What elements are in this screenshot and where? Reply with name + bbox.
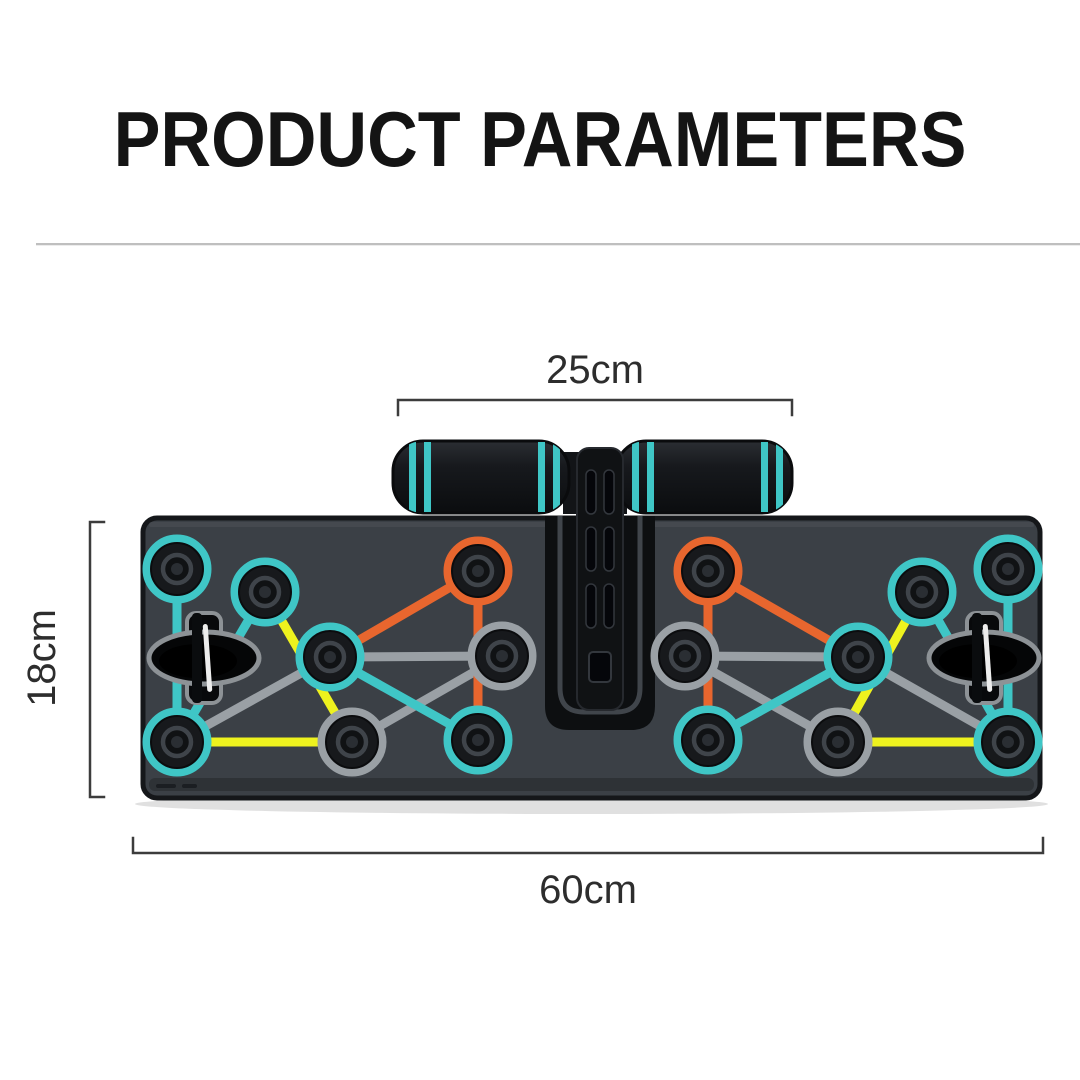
dimension-bracket-handle-width (396, 398, 794, 417)
peg-hole (472, 734, 484, 746)
strap-slot (603, 469, 615, 515)
peg-hole (171, 563, 183, 575)
peg-ring-teal (673, 705, 743, 775)
foam-handle (391, 439, 571, 515)
peg-ring-teal (142, 534, 212, 604)
dimension-bracket-board-width (131, 836, 1045, 855)
handle-stripe (776, 442, 783, 512)
peg-hole (171, 736, 183, 748)
peg-ring-teal (295, 622, 365, 692)
handle-stripe (409, 442, 416, 512)
peg-hole (346, 736, 358, 748)
dimension-label-board-width: 60cm (539, 868, 637, 912)
peg-ring-teal (230, 557, 300, 627)
strap-slot (585, 526, 597, 572)
peg-ring-gray (317, 707, 387, 777)
handle-stripe (647, 442, 654, 512)
grip-metal-ring (982, 624, 993, 692)
handle-stripe (424, 442, 431, 512)
strap-slot (585, 583, 597, 629)
peg-ring-teal (887, 557, 957, 627)
peg-hole (472, 565, 484, 577)
strap-slot (585, 469, 597, 515)
peg-hole (702, 565, 714, 577)
dimension-label-handle-width: 25cm (546, 348, 644, 392)
handle-stripes (632, 442, 783, 512)
title-divider (36, 243, 1080, 245)
handle-stripes (409, 442, 560, 512)
peg-hole (259, 586, 271, 598)
handle-stripe (553, 442, 560, 512)
page-title: PRODUCT PARAMETERS (113, 95, 967, 183)
peg-hole (832, 736, 844, 748)
peg-ring-teal (443, 705, 513, 775)
peg-hole (702, 734, 714, 746)
peg-hole (496, 650, 508, 662)
dimension-label-board-height: 18cm (20, 609, 64, 707)
grip-clip-bar (972, 613, 982, 703)
peg-ring-orange (443, 536, 513, 606)
strap-foot (588, 651, 612, 683)
peg-hole (1002, 736, 1014, 748)
peg-hole (324, 651, 336, 663)
peg-hole (916, 586, 928, 598)
grip-clip-bar (192, 613, 202, 703)
hinge-channel (557, 516, 643, 715)
peg-ring-gray (467, 621, 537, 691)
strap-slot (603, 583, 615, 629)
dimension-bracket-board-height (88, 520, 106, 799)
handle-stripe (632, 442, 639, 512)
peg-hole (852, 651, 864, 663)
peg-hole (1002, 563, 1014, 575)
peg-ring-teal (973, 707, 1043, 777)
peg-ring-teal (823, 622, 893, 692)
peg-ring-gray (650, 621, 720, 691)
peg-ring-teal (973, 534, 1043, 604)
peg-ring-gray (803, 707, 873, 777)
board-logo-mark (156, 784, 176, 788)
handle-stripe (761, 442, 768, 512)
handle-stripe (538, 442, 545, 512)
grip-metal-ring (202, 624, 213, 692)
board-logo-mark (182, 784, 197, 788)
peg-hole (679, 650, 691, 662)
peg-ring-teal (142, 707, 212, 777)
peg-ring-orange (673, 536, 743, 606)
strap-slot (603, 526, 615, 572)
board-bottom-edge (149, 778, 1034, 791)
